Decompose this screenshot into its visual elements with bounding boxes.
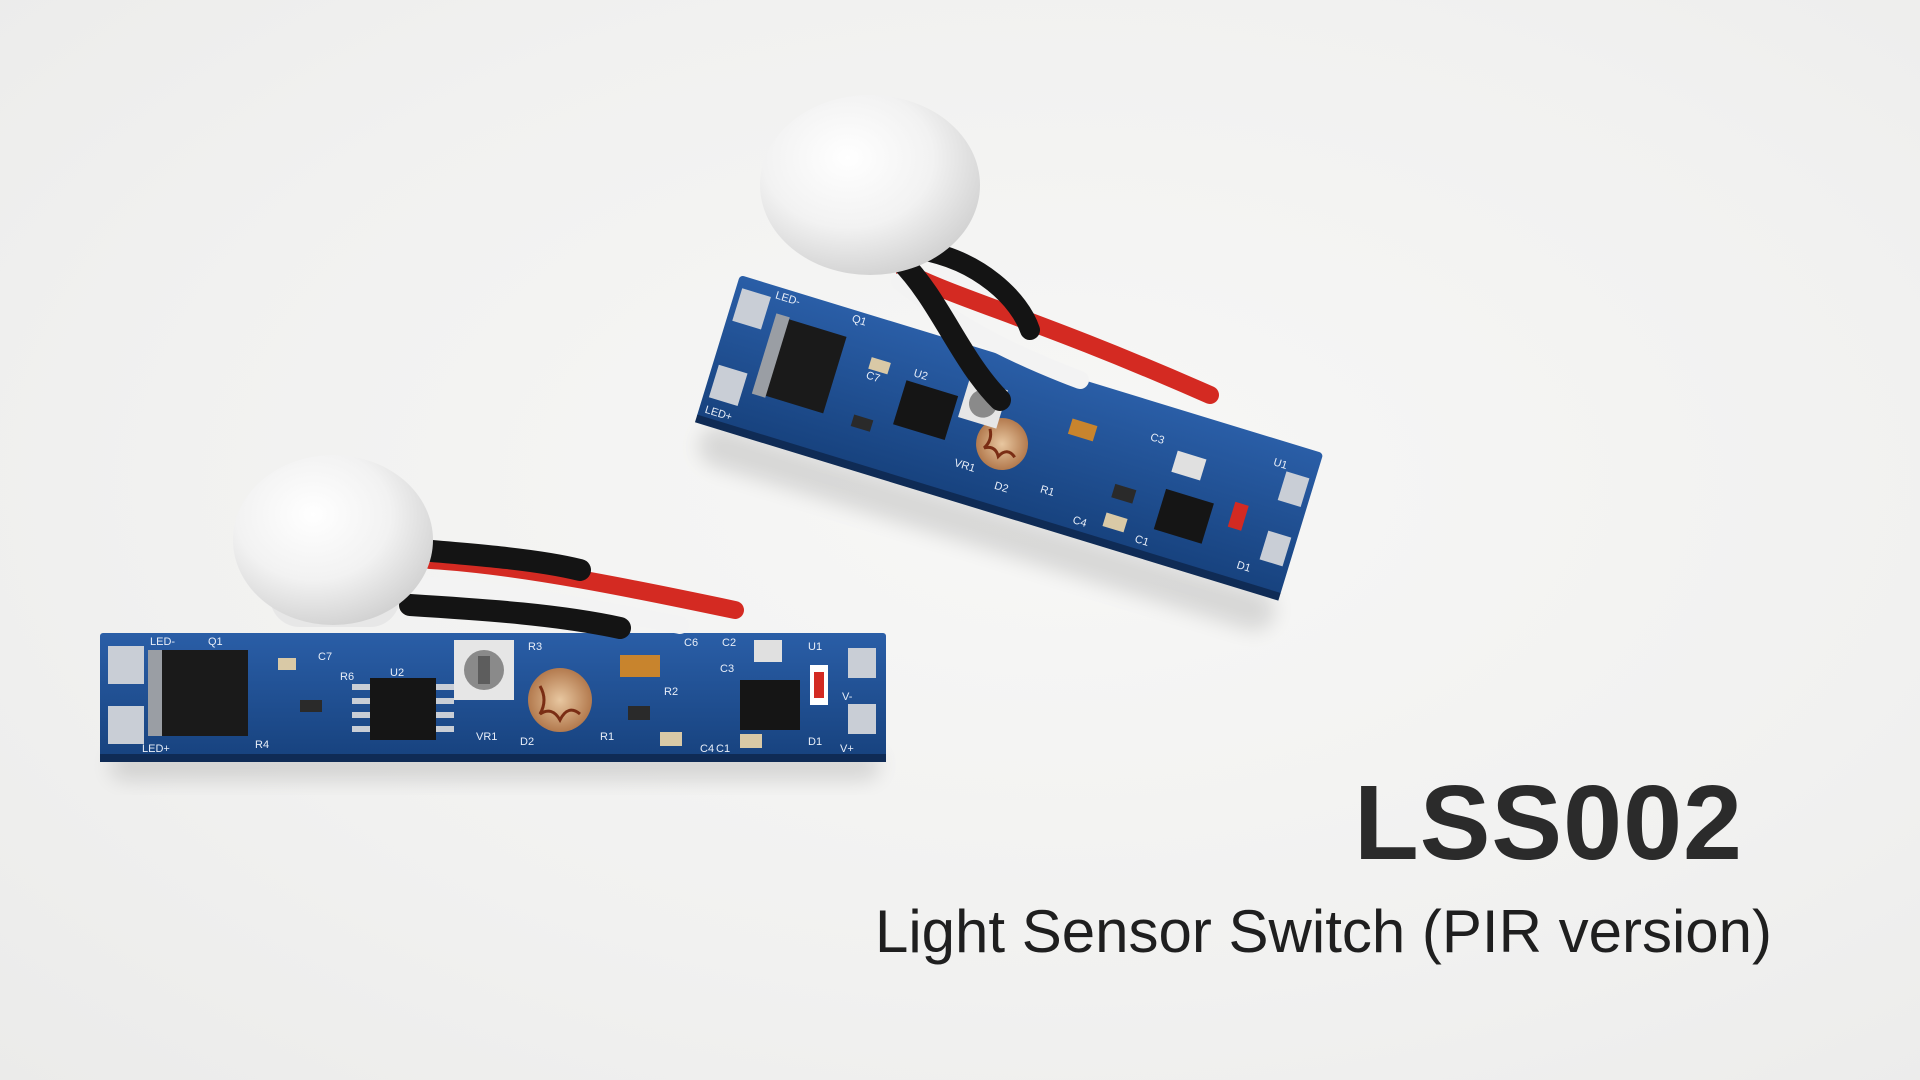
wires-back	[889, 240, 1219, 411]
pcb-board-back: LED- Q1 C7 U2 VR1 D2 R1 C3 C4 C1 U1 D1 L…	[694, 275, 1323, 631]
svg-text:C7: C7	[318, 651, 332, 663]
svg-text:C1: C1	[716, 743, 730, 755]
svg-text:U2: U2	[912, 367, 929, 383]
svg-text:R1: R1	[600, 731, 614, 743]
svg-text:R4: R4	[255, 739, 269, 751]
mosfet-front	[162, 650, 248, 736]
pcb-board-front: LED- Q1 C7 R6 U2 VR1 D2 R3 C6 C2 R2 R1 C…	[100, 633, 886, 780]
svg-text:C1: C1	[1133, 533, 1150, 549]
svg-text:VR1: VR1	[476, 731, 497, 743]
svg-text:C6: C6	[684, 637, 698, 649]
svg-text:C4: C4	[1071, 514, 1088, 530]
pir-lens-front	[233, 455, 433, 627]
svg-text:R6: R6	[340, 671, 354, 683]
svg-text:VR1: VR1	[953, 457, 977, 475]
svg-text:D2: D2	[520, 736, 534, 748]
svg-text:V+: V+	[840, 743, 854, 755]
svg-text:V-: V-	[842, 691, 853, 703]
svg-text:C3: C3	[1149, 431, 1166, 447]
svg-text:U2: U2	[390, 667, 404, 679]
ldr-front	[528, 668, 592, 732]
svg-text:C7: C7	[864, 370, 881, 386]
svg-text:D1: D1	[1235, 559, 1252, 575]
svg-text:D1: D1	[808, 736, 822, 748]
svg-text:C4: C4	[700, 743, 714, 755]
svg-text:LED-: LED-	[150, 636, 175, 648]
svg-text:Q1: Q1	[208, 636, 223, 648]
svg-text:D2: D2	[993, 480, 1010, 496]
ic-u2-back	[893, 380, 959, 441]
product-model-title: LSS002	[1353, 764, 1743, 882]
svg-text:U1: U1	[1272, 456, 1289, 472]
ic-u2-front	[370, 678, 436, 740]
svg-text:R3: R3	[528, 641, 542, 653]
svg-text:U1: U1	[808, 641, 822, 653]
wires-front	[399, 539, 744, 639]
svg-text:R2: R2	[664, 686, 678, 698]
product-description: Light Sensor Switch (PIR version)	[874, 898, 1772, 965]
svg-text:LED+: LED+	[142, 743, 170, 755]
svg-text:R1: R1	[1039, 483, 1056, 499]
svg-text:C3: C3	[720, 663, 734, 675]
svg-text:Q1: Q1	[850, 313, 868, 329]
svg-text:C2: C2	[722, 637, 736, 649]
pir-lens-back	[760, 95, 980, 275]
